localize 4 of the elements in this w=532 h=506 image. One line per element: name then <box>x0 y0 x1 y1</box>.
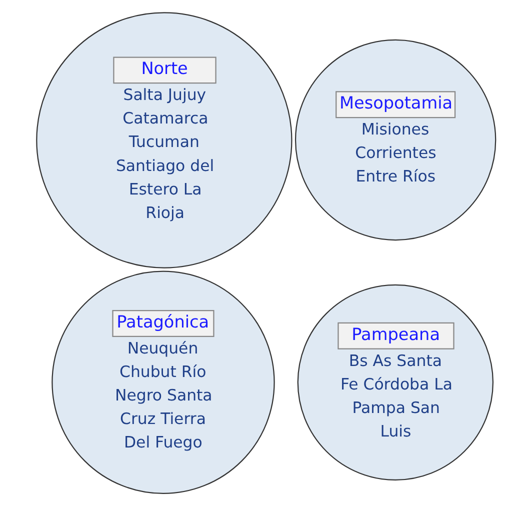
node-circle: Patagónica Neuquén Chubut Río Negro Santa Cruz Tierra Del Fuego <box>52 270 275 494</box>
node-circle: Mesopotamia Misiones Corrientes Entre Ríos <box>294 39 496 241</box>
node-circle: Norte Salta Jujuy Catamarca Tucuman Santiago del Estero La Rioja <box>36 12 292 268</box>
node-circle: Pampeana Bs As Santa Fe Córdoba La Pampa San Luis <box>297 284 494 481</box>
